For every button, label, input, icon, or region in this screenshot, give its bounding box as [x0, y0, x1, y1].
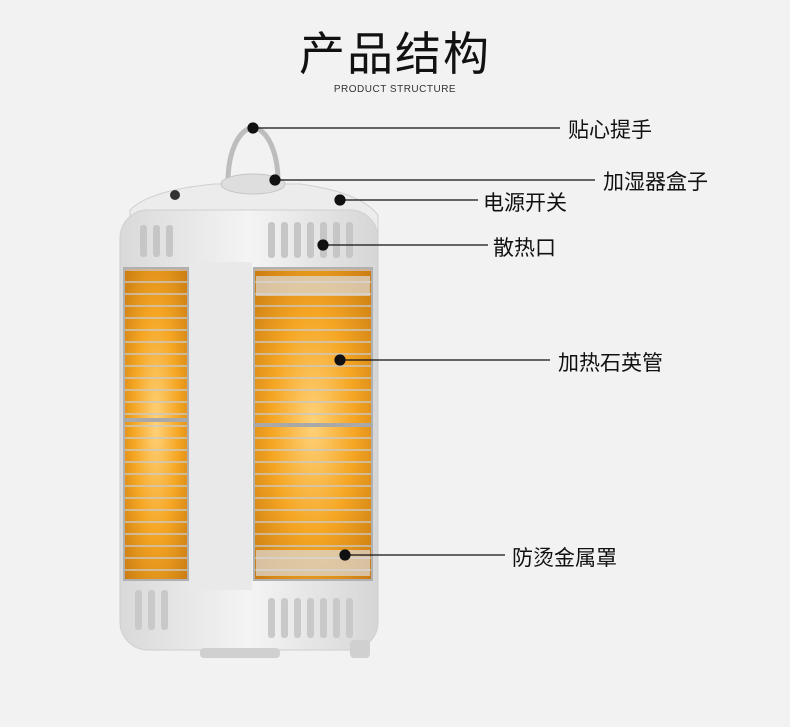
callout-handle: 贴心提手 [568, 118, 652, 142]
callout-power: 电源开关 [483, 191, 567, 215]
callout-tube: 加热石英管 [558, 351, 663, 375]
top-vents [140, 222, 353, 258]
power-marker [334, 194, 346, 206]
page-subtitle: PRODUCT STRUCTURE [333, 84, 457, 95]
vent-marker [317, 239, 329, 251]
callout-vent: 散热口 [493, 236, 556, 260]
bottom-vents [135, 590, 353, 638]
humidifier-box [220, 173, 286, 195]
cover-marker [339, 549, 351, 561]
callout-cover: 防烫金属罩 [512, 546, 617, 570]
handle-marker [247, 122, 259, 134]
callout-humidifier: 加湿器盒子 [603, 170, 708, 194]
page-title: 产品结构 [299, 27, 491, 81]
humidifier-marker [269, 174, 281, 186]
tube-marker [334, 354, 346, 366]
